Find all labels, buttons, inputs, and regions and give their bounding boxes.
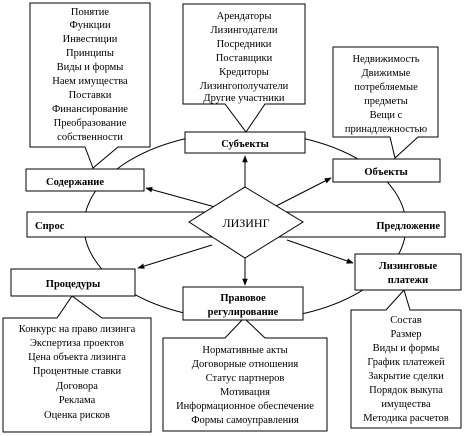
list-item: Принципы — [66, 48, 114, 59]
arrow-to-payments — [286, 239, 354, 264]
list-item: Виды и формы — [373, 343, 440, 354]
subjects-callout — [182, 3, 306, 133]
list-item: Функции — [69, 20, 111, 31]
list-item: Договора — [56, 381, 98, 392]
objects-list: Недвижимость Движимые потребляемые предм… — [345, 54, 427, 135]
legal-callout — [162, 317, 328, 432]
list-item: принадлежностью — [345, 124, 427, 135]
list-item: Инвестиции — [63, 34, 118, 45]
subjects-box — [184, 131, 306, 154]
list-item: Оценка рисков — [44, 410, 110, 421]
list-item: Статус партнеров — [206, 373, 285, 384]
list-item: Формы самоуправления — [191, 415, 299, 426]
list-item: Понятие — [71, 7, 109, 18]
list-item: Финансирование — [52, 104, 128, 115]
list-item: Поставки — [69, 90, 112, 101]
list-item: Порядок выкупа — [369, 385, 443, 396]
list-item: Наем имущества — [52, 76, 128, 87]
arrow-to-objects — [275, 177, 332, 207]
center-label: ЛИЗИНГ — [222, 216, 269, 230]
list-item: Цена объекта лизинга — [28, 352, 126, 363]
legal-box — [182, 286, 304, 321]
list-item: Информационное обеспечение — [176, 401, 314, 412]
list-item: Договорные отношения — [192, 359, 299, 370]
list-item: Процентные ставки — [33, 366, 122, 377]
list-item: Преобразование — [54, 118, 127, 129]
list-item: Вещи с — [370, 110, 403, 121]
list-item: Конкурс на право лизинга — [19, 324, 136, 335]
list-item: Реклама — [59, 395, 96, 406]
center-diamond — [188, 186, 304, 259]
arrow-to-procedures — [137, 244, 213, 269]
list-item: Мотивация — [220, 387, 270, 398]
list-item: потребляемые — [354, 82, 418, 93]
procedures-list: Конкурс на право лизинга Экспертиза прое… — [19, 324, 136, 421]
list-item: Виды и формы — [57, 62, 124, 73]
objects-title: Объекты — [364, 167, 407, 178]
list-item: Нормативные акты — [202, 345, 287, 356]
legal-list: Нормативные акты Договорные отношения Ст… — [176, 345, 314, 426]
payments-title-line2: платежи — [388, 275, 428, 286]
content-title: Содержание — [46, 177, 104, 188]
list-item: Кредиторы — [219, 67, 269, 78]
content-list: Понятие Функции Инвестиции Принципы Виды… — [52, 7, 128, 143]
supply-label: Предложение — [376, 221, 440, 232]
procedures-title: Процедуры — [46, 279, 100, 290]
subjects-title: Субъекты — [221, 139, 269, 150]
procedures-box — [10, 268, 136, 297]
payments-list: Состав Размер Виды и формы График платеж… — [363, 315, 448, 424]
list-item: Поставщики — [216, 53, 273, 64]
list-item: Размер — [390, 329, 421, 340]
list-item: имущества — [381, 399, 431, 410]
subjects-list: Арендаторы Лизингодатели Посредники Пост… — [200, 11, 289, 104]
demand-label: Спрос — [35, 221, 65, 232]
content-callout — [29, 2, 151, 169]
list-item: собственности — [57, 132, 123, 143]
arrows — [137, 155, 354, 286]
list-item: График платежей — [367, 357, 445, 368]
list-item: Экспертиза проектов — [30, 338, 124, 349]
payments-callout — [350, 289, 462, 429]
list-item: Посредники — [217, 39, 272, 50]
content-box — [25, 168, 145, 192]
list-item: Методика расчетов — [363, 413, 448, 424]
payments-box — [354, 253, 462, 291]
legal-title-line2: регулирование — [208, 307, 279, 318]
objects-callout — [332, 46, 439, 159]
list-item: Состав — [390, 315, 422, 326]
objects-box — [332, 158, 441, 183]
list-item: Лизингодатели — [211, 25, 278, 36]
procedures-callout — [2, 295, 152, 433]
list-item: Другие участники — [203, 93, 285, 104]
arrow-to-content — [145, 186, 227, 211]
payments-title-line1: Лизинговые — [379, 261, 438, 272]
list-item: Закрытие сделки — [368, 371, 444, 382]
list-item: Арендаторы — [217, 11, 272, 22]
list-item: Недвижимость — [352, 54, 419, 65]
list-item: предметы — [364, 96, 408, 107]
list-item: Лизингополучатели — [200, 81, 289, 92]
legal-title-line1: Правовое — [220, 293, 266, 304]
list-item: Движимые — [362, 68, 411, 79]
